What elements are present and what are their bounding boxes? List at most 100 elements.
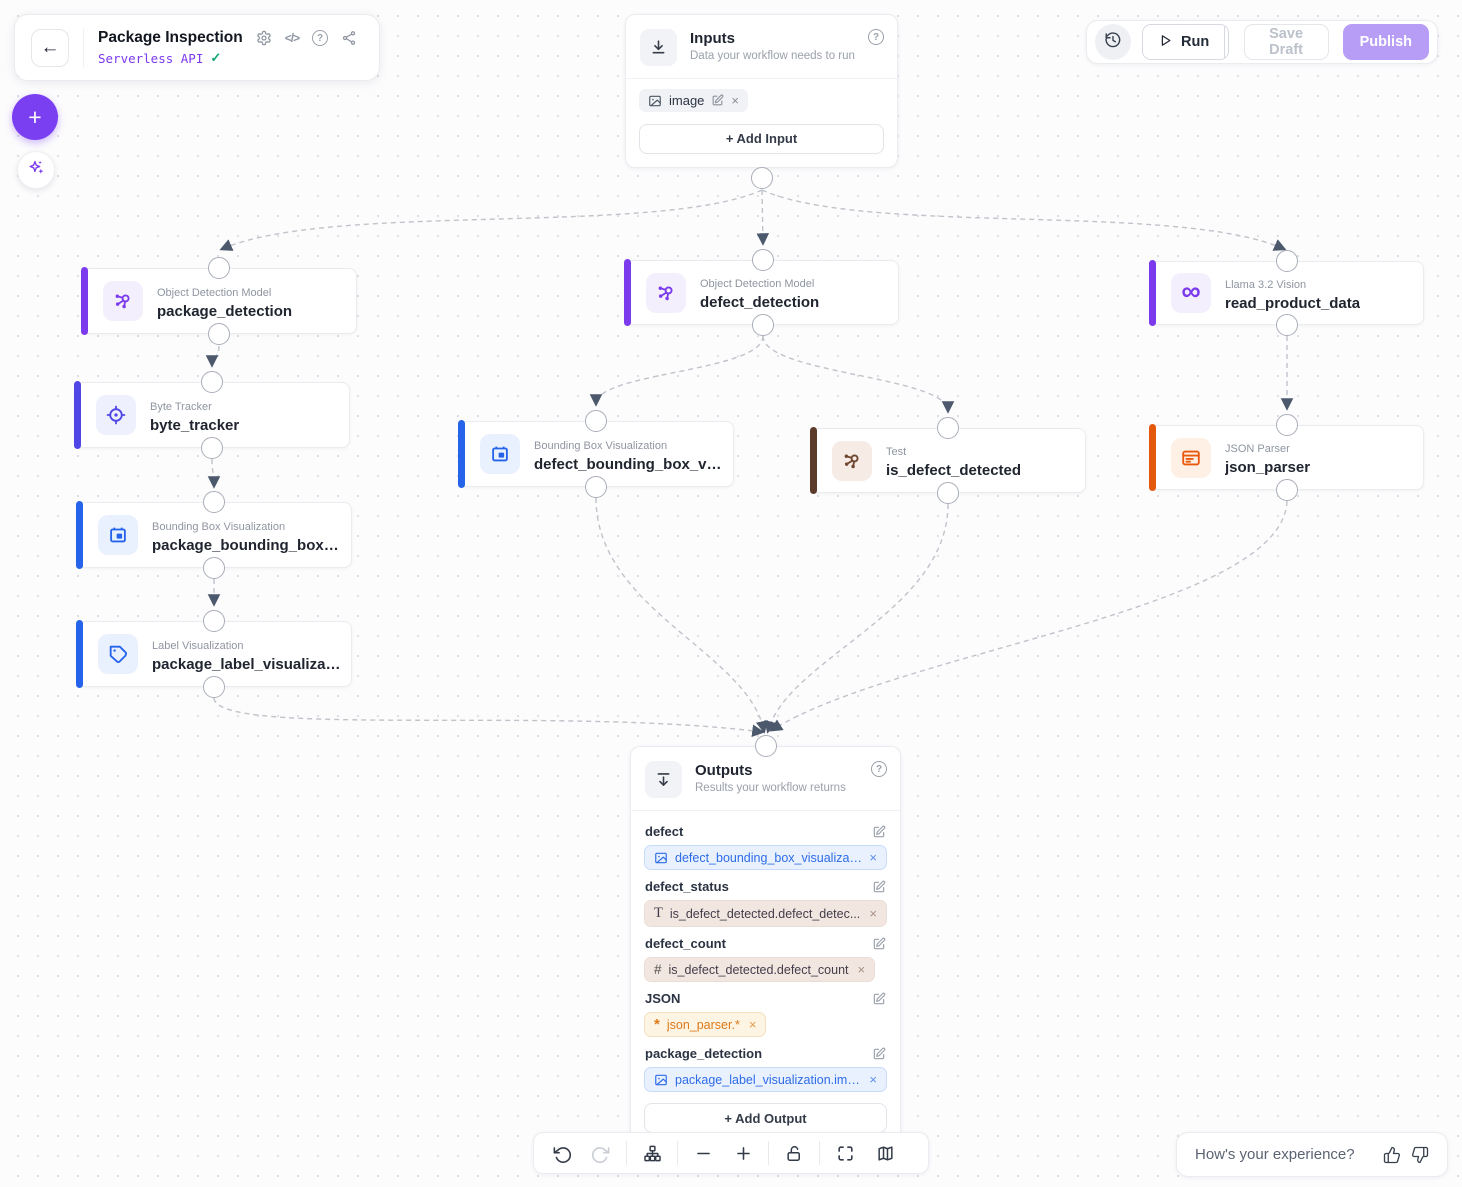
port-json-parser-out[interactable] — [1276, 479, 1298, 501]
edit-icon[interactable] — [872, 1047, 886, 1061]
node-type: Bounding Box Visualization — [534, 439, 668, 452]
run-label: Run — [1181, 34, 1210, 50]
settings-gear-icon[interactable] — [256, 30, 272, 46]
remove-icon[interactable]: × — [869, 1072, 877, 1087]
add-input-button[interactable]: + Add Input — [639, 123, 884, 154]
port-is-defect-detected-in[interactable] — [937, 417, 959, 439]
outputs-help-icon[interactable]: ? — [871, 761, 887, 777]
map-icon — [877, 1145, 893, 1161]
port-byte-tracker-out[interactable] — [201, 437, 223, 459]
auto-layout-button[interactable] — [633, 1136, 671, 1170]
edit-icon[interactable] — [872, 992, 886, 1006]
port-package-label-visualization-in[interactable] — [203, 610, 225, 632]
edit-icon[interactable] — [872, 880, 886, 894]
lock-toggle-button[interactable] — [775, 1136, 813, 1170]
sparkles-icon — [27, 158, 46, 182]
inputs-help-icon[interactable]: ? — [868, 29, 884, 45]
port-json-parser-in[interactable] — [1276, 414, 1298, 436]
history-button[interactable] — [1095, 24, 1131, 60]
outputs-node[interactable]: Outputs Results your workflow returns ? … — [630, 746, 901, 1147]
share-icon[interactable] — [341, 30, 357, 46]
output-chip[interactable]: * json_parser.* × — [644, 1012, 767, 1037]
code-icon[interactable]: </> — [284, 31, 300, 45]
port-is-defect-detected-out[interactable] — [937, 482, 959, 504]
back-button[interactable]: ← — [31, 28, 69, 67]
run-options-button[interactable] — [1224, 25, 1228, 59]
outputs-subtitle: Results your workflow returns — [695, 782, 846, 794]
output-field-label: defect — [645, 824, 684, 839]
port-defect-bounding-box-in[interactable] — [585, 410, 607, 432]
remove-icon[interactable]: × — [731, 93, 740, 108]
zoom-out-button[interactable] — [684, 1136, 722, 1170]
port-defect-bounding-box-out[interactable] — [585, 476, 607, 498]
node-name: defect_detection — [700, 294, 820, 311]
inputs-subtitle: Data your workflow needs to run — [690, 50, 855, 62]
ai-assistant-button[interactable] — [17, 151, 55, 189]
add-output-button[interactable]: + Add Output — [644, 1103, 887, 1133]
node-type: Byte Tracker — [150, 400, 212, 413]
edit-icon[interactable] — [872, 825, 886, 839]
port-package-detection-out[interactable] — [208, 323, 230, 345]
inputs-icon — [640, 29, 677, 66]
port-read-product-data-in[interactable] — [1276, 250, 1298, 272]
port-package-bounding-box-out[interactable] — [203, 557, 225, 579]
output-chip[interactable]: T is_defect_detected.defect_detec... × — [644, 900, 887, 927]
help-icon[interactable]: ? — [312, 30, 329, 46]
node-accent-bar — [81, 267, 88, 335]
save-draft-button[interactable]: Save Draft — [1243, 24, 1329, 60]
thumbs-down-button[interactable] — [1411, 1146, 1429, 1164]
publish-button[interactable]: Publish — [1342, 24, 1429, 60]
port-package-label-visualization-out[interactable] — [203, 676, 225, 698]
port-read-product-data-out[interactable] — [1276, 314, 1298, 336]
remove-icon[interactable]: × — [748, 1017, 757, 1032]
check-icon: ✓ — [210, 50, 222, 65]
deployment-type-label: Serverless API — [98, 50, 204, 66]
port-outputs-in[interactable] — [755, 735, 777, 757]
port-package-bounding-box-in[interactable] — [203, 491, 225, 513]
output-chip[interactable]: # is_defect_detected.defect_count × — [644, 957, 876, 982]
node-name: package_detection — [157, 302, 293, 320]
divider — [677, 1141, 678, 1165]
play-icon — [1158, 33, 1173, 52]
back-arrow-icon: ← — [40, 36, 60, 58]
bounding-box-icon — [480, 434, 520, 474]
port-defect-detection-in[interactable] — [752, 249, 774, 271]
thumbs-up-button[interactable] — [1383, 1146, 1401, 1164]
node-name: byte_tracker — [150, 416, 240, 434]
remove-icon[interactable]: × — [857, 962, 866, 977]
divider — [819, 1141, 820, 1165]
unlock-icon — [786, 1145, 800, 1161]
inputs-node[interactable]: Inputs Data your workflow needs to run ?… — [625, 14, 898, 168]
add-block-button[interactable]: + — [12, 94, 58, 140]
zoom-in-button[interactable] — [724, 1136, 762, 1170]
output-chip[interactable]: package_label_visualization.image × — [644, 1067, 887, 1092]
minimap-button[interactable] — [866, 1136, 904, 1170]
undo-button[interactable] — [542, 1136, 580, 1170]
sitemap-icon — [643, 1145, 661, 1161]
run-button[interactable]: Run — [1143, 25, 1225, 59]
fit-view-button[interactable] — [826, 1136, 864, 1170]
node-accent-bar — [458, 420, 465, 488]
image-icon — [648, 94, 662, 108]
port-byte-tracker-in[interactable] — [201, 371, 223, 393]
output-chip[interactable]: defect_bounding_box_visualizati... × — [644, 845, 887, 870]
input-chip-image[interactable]: image × — [639, 89, 749, 112]
output-field-label: package_detection — [645, 1046, 763, 1061]
edit-icon[interactable] — [872, 937, 886, 951]
port-inputs-out[interactable] — [751, 167, 773, 189]
header-divider — [83, 27, 84, 68]
redo-button[interactable] — [582, 1136, 620, 1170]
run-split-button: Run — [1142, 24, 1229, 60]
edit-icon[interactable] — [711, 94, 724, 107]
thumbs-up-icon — [1383, 1146, 1400, 1163]
workflow-title: Package Inspection — [98, 29, 243, 46]
node-type: Test — [886, 446, 907, 458]
bounding-box-icon — [98, 515, 138, 555]
remove-icon[interactable]: × — [869, 850, 877, 865]
port-package-detection-in[interactable] — [208, 257, 230, 279]
remove-icon[interactable]: × — [869, 906, 877, 921]
port-defect-detection-out[interactable] — [752, 314, 774, 336]
